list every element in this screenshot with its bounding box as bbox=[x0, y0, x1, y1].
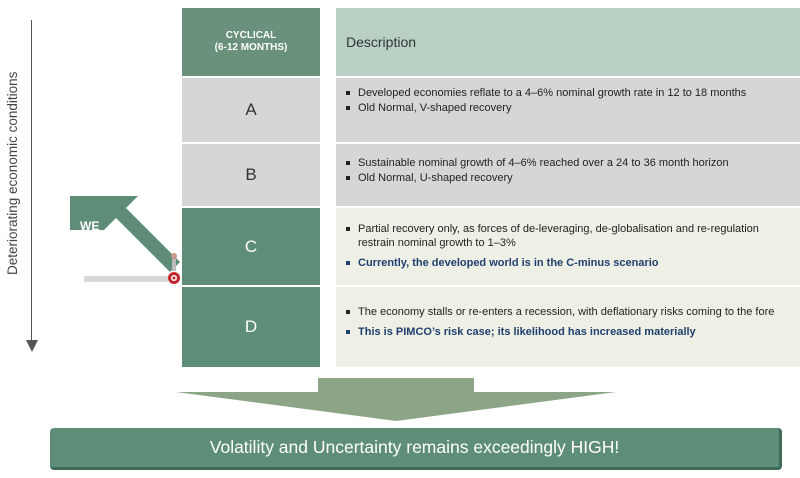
axis-line bbox=[31, 20, 32, 350]
scenario-d-cell: D bbox=[182, 287, 320, 367]
scenario-c-bullet-1: Partial recovery only, as forces of de-l… bbox=[346, 222, 794, 250]
scenario-c-cell: C bbox=[182, 208, 320, 285]
description-header: Description bbox=[336, 8, 800, 76]
here-label: HERE bbox=[96, 241, 130, 255]
scenario-c-description: Partial recovery only, as forces of de-l… bbox=[336, 208, 800, 285]
scenario-b-cell: B bbox=[182, 144, 320, 206]
cyclical-header-text: CYCLICAL (6-12 MONTHS) bbox=[214, 30, 288, 53]
scenario-b-bullet-1: Sustainable nominal growth of 4–6% reach… bbox=[346, 156, 794, 170]
volatility-banner: Volatility and Uncertainty remains excee… bbox=[50, 428, 782, 470]
we-label: WE bbox=[80, 219, 100, 233]
volatility-banner-text: Volatility and Uncertainty remains excee… bbox=[209, 437, 620, 457]
are-label: ARE bbox=[90, 230, 116, 244]
scenario-a-bullet-2: Old Normal, V-shaped recovery bbox=[346, 101, 794, 115]
scenario-b-description: Sustainable nominal growth of 4–6% reach… bbox=[336, 144, 800, 206]
scenario-d-description: The economy stalls or re-enters a recess… bbox=[336, 287, 800, 367]
scenario-a-description: Developed economies reflate to a 4–6% no… bbox=[336, 78, 800, 142]
scenario-b-bullet-2: Old Normal, U-shaped recovery bbox=[346, 171, 794, 185]
scenario-d-bullet-1: The economy stalls or re-enters a recess… bbox=[346, 305, 794, 319]
scenario-c-bullet-2: Currently, the developed world is in the… bbox=[346, 256, 794, 270]
scenario-a-bullet-1: Developed economies reflate to a 4–6% no… bbox=[346, 86, 794, 100]
we-are-here-label: WE ARE HERE bbox=[80, 219, 150, 255]
scenario-a-cell: A bbox=[182, 78, 320, 142]
we-are-here-arrow-icon bbox=[70, 196, 180, 284]
cyclical-header: CYCLICAL (6-12 MONTHS) bbox=[182, 8, 320, 76]
axis-arrowhead-icon bbox=[26, 340, 38, 352]
scenario-d-bullet-2: This is PIMCO’s risk case; its likelihoo… bbox=[346, 325, 794, 339]
